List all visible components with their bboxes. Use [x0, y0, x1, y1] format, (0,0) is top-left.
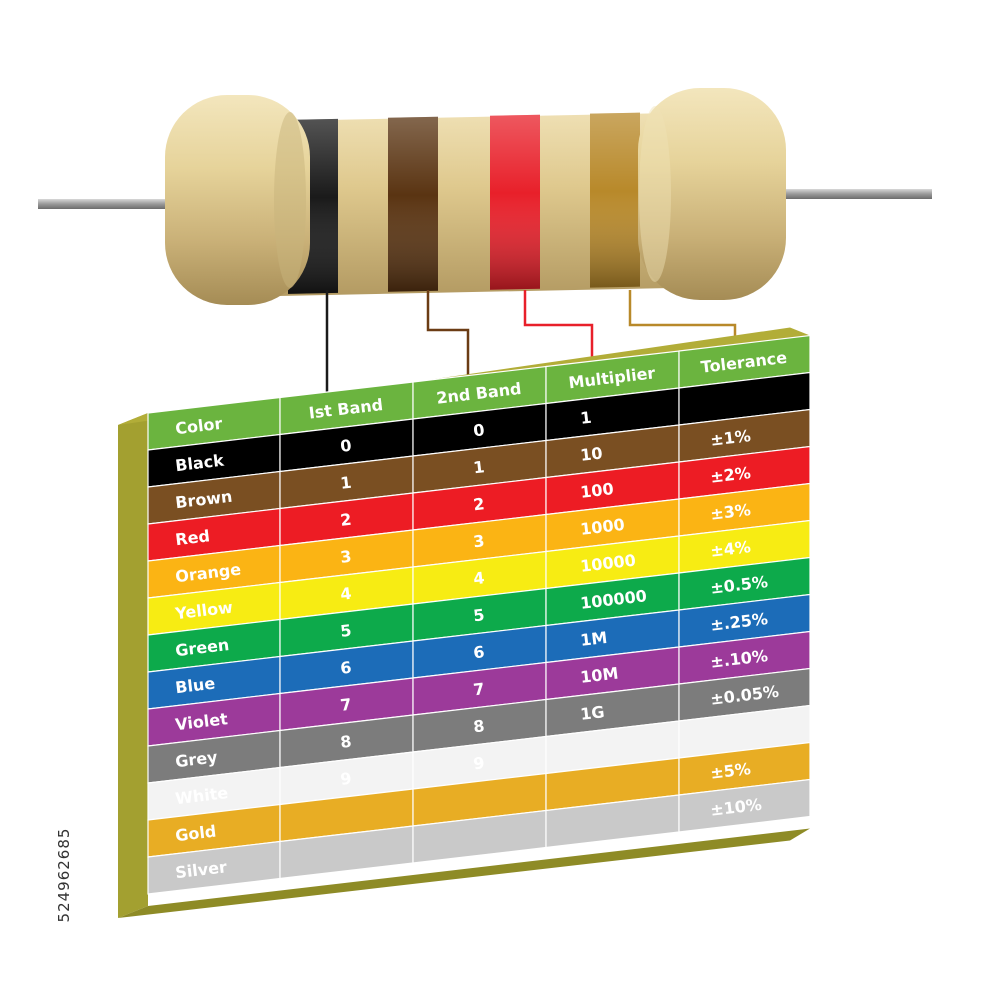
right-lead-wire [760, 189, 932, 199]
text-orange-tolerance: ±3% [709, 500, 752, 524]
text-red-tolerance: ±2% [709, 463, 752, 487]
table-side-panel [118, 327, 810, 918]
text-violet-band2: 7 [472, 679, 485, 699]
text-violet-band1: 7 [339, 695, 352, 715]
text-yellow-tolerance: ±4% [709, 537, 752, 561]
text-gold-tolerance: ±5% [709, 759, 752, 783]
text-blue-multiplier: 1M [579, 628, 608, 650]
text-blue-band2: 6 [472, 642, 485, 662]
text-blue-band1: 6 [339, 658, 352, 678]
stock-id-watermark: 524962685 [55, 827, 73, 923]
text-brown-band1: 1 [339, 473, 352, 493]
table-left-side [118, 413, 148, 918]
band-shading [490, 114, 540, 290]
text-red-multiplier: 100 [579, 479, 614, 502]
text-grey-band1: 8 [339, 732, 352, 752]
table-top-edge [118, 327, 810, 425]
text-yellow-band1: 4 [339, 584, 352, 604]
left-cap-rim [274, 112, 306, 288]
text-grey-color: Grey [174, 747, 219, 771]
text-green-band2: 5 [472, 605, 485, 625]
arrow-line-3 [523, 290, 594, 375]
text-brown-tolerance: ±1% [709, 426, 752, 450]
cell-silver-tolerance [678, 778, 811, 833]
band-shading [388, 116, 438, 292]
text-black-band1: 0 [339, 436, 352, 456]
left-lead-wire [38, 199, 188, 209]
text-red-color: Red [174, 526, 211, 549]
resistor [165, 88, 786, 305]
text-white-band1: 9 [339, 769, 352, 789]
left-end-cap [165, 95, 310, 305]
text-blue-color: Blue [174, 674, 216, 698]
text-red-band2: 2 [472, 494, 485, 514]
right-end-cap [638, 88, 786, 300]
text-violet-multiplier: 10M [579, 664, 619, 687]
text-orange-band2: 3 [472, 531, 485, 551]
text-orange-band1: 3 [339, 547, 352, 567]
text-gold-color: Gold [174, 822, 217, 846]
text-brown-band2: 1 [472, 457, 485, 477]
text-black-multiplier: 1 [579, 408, 592, 428]
text-yellow-band2: 4 [472, 568, 485, 588]
text-green-band1: 5 [339, 621, 352, 641]
text-grey-multiplier: 1G [579, 702, 605, 724]
right-cap-rim [639, 106, 671, 282]
text-grey-band2: 8 [472, 716, 485, 736]
arrow-line-2 [426, 290, 470, 392]
text-red-band1: 2 [339, 510, 352, 530]
band-shading [590, 112, 640, 288]
text-white-band2: 9 [472, 753, 485, 773]
text-brown-multiplier: 10 [579, 443, 603, 464]
text-black-band2: 0 [472, 420, 485, 440]
table-bottom-edge [118, 828, 810, 918]
